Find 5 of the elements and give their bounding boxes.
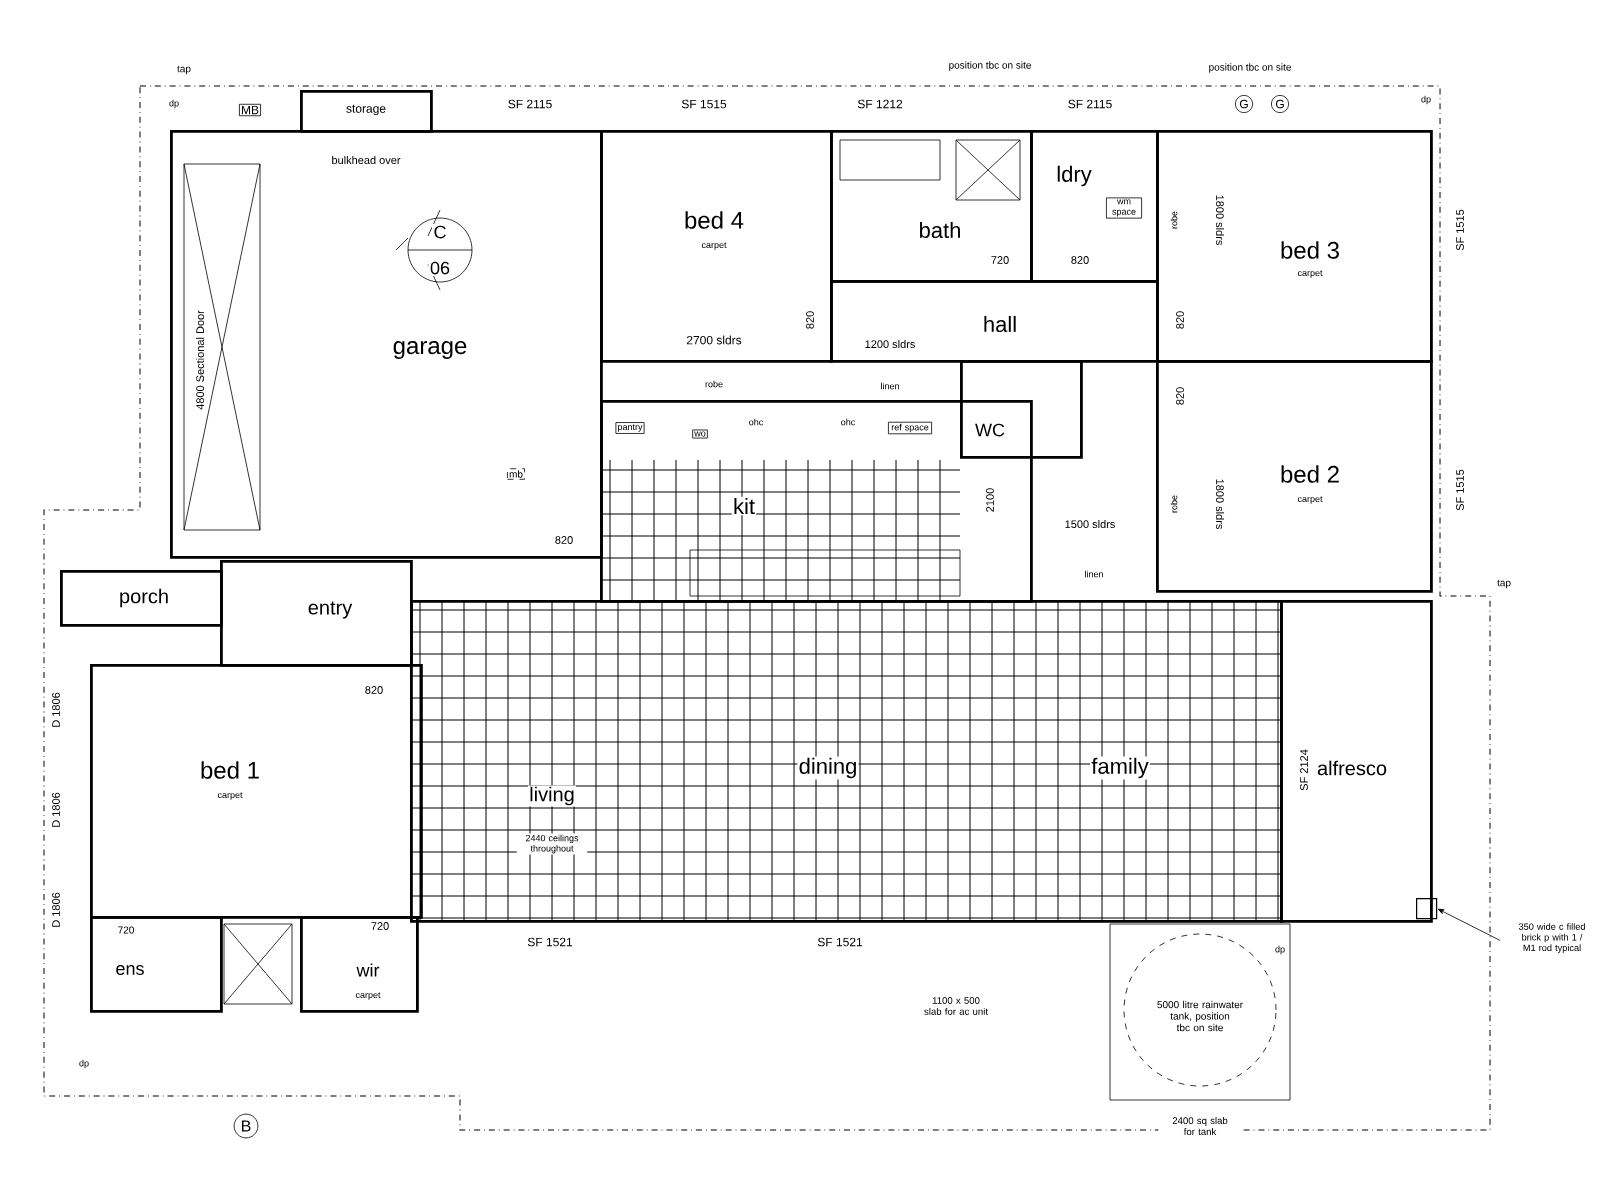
room: entry [220,560,413,667]
pier-box [1416,898,1438,920]
leader-line [1437,908,1501,941]
room: WC [960,360,1083,459]
room: porch [60,570,223,627]
